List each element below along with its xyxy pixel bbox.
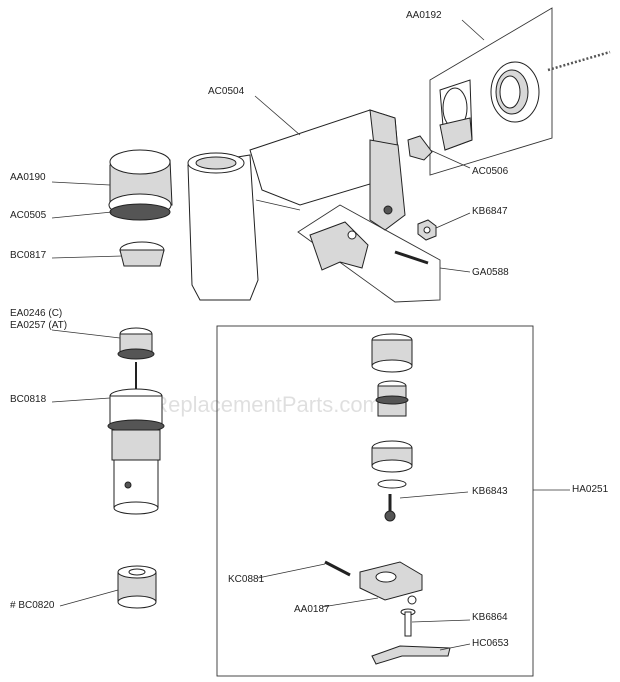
part-bc0818 [107,362,165,515]
label-kb6843: KB6843 [472,486,508,497]
leader-kb6847 [435,212,471,229]
stack-1-bottom [371,359,413,373]
label-ea0246: EA0246 (C) [10,308,62,319]
label-bc0820: # BC0820 [10,600,55,611]
leader-hc0653 [439,643,471,651]
leader-bc0818 [51,397,111,403]
leader-lines [51,19,570,651]
watermark: eReplacementParts.com [140,392,381,417]
part-bc0818-lower [113,459,159,509]
part-aa0192-bracket-base [439,117,473,151]
leader-aa0190 [51,181,111,186]
label-ha0251: HA0251 [572,484,609,495]
part-bc0818-port [124,481,132,489]
part-kc0881 [324,560,351,577]
label-kb6864: KB6864 [472,612,508,623]
part-kb6864 [400,608,416,637]
leader-kb6843 [399,491,469,499]
stack-3-bottom [371,459,413,473]
part-ac0504-handle-bore [195,156,237,170]
part-bc0820-hole [128,568,146,576]
part-ea0246-oring [117,348,155,360]
label-aa0192: AA0192 [406,10,442,21]
label-kb6847: KB6847 [472,206,508,217]
part-ga0588-group [297,204,441,303]
stack-2-oring [375,395,409,405]
label-aa0187: AA0187 [294,604,330,615]
leader-aa0187 [321,597,379,608]
label-ga0588: GA0588 [472,267,509,278]
label-ac0504: AC0504 [208,86,245,97]
part-aa0190 [108,149,173,221]
part-ga0588-pin [394,250,429,265]
part-bc0818-mid [111,429,161,461]
explode-box-ga0588 [297,204,441,303]
leader-ac0506 [429,149,471,169]
label-ac0505: AC0505 [10,210,47,221]
leader-bc0820 [59,589,119,607]
part-bc0817 [119,241,165,267]
part-ac0504-trigger-housing [369,139,406,231]
leader-aa0192 [461,19,485,41]
part-kb6847-hole [423,226,431,234]
leader-kb6864 [411,619,471,623]
leader-ac0505 [51,211,113,219]
part-hc0653 [371,645,451,665]
label-kc0881: KC0881 [228,574,265,585]
label-ea0257: EA0257 (AT) [10,320,67,331]
label-bc0817: BC0817 [10,250,47,261]
part-ga0588-trigger [309,221,369,271]
part-aa0192-group [429,7,611,176]
part-labels: AA0192 AC0504 AA0190 AC0505 AC0506 KB684… [10,10,609,649]
part-kb6843-head [384,510,396,522]
part-aa0187-hole [375,571,397,583]
stack-oring [377,479,407,489]
part-aa0187 [359,561,423,605]
part-ac0505-oring [109,203,171,221]
leader-bc0817 [51,255,123,259]
part-bc0817-body [119,249,165,267]
part-ga0588-pin-hole [347,230,357,240]
part-ha0251-stack [371,333,413,522]
label-bc0818: BC0818 [10,394,47,405]
label-aa0190: AA0190 [10,172,46,183]
part-aa0192-ring-hole [499,75,521,109]
part-ac0504-pivot [383,205,393,215]
part-bc0820 [117,565,157,609]
part-ac0504-handle [187,154,259,301]
part-aa0190-top [109,149,171,175]
body-edge [255,199,301,211]
part-ac0506 [407,135,433,161]
part-aa0187-bolt [407,595,417,605]
leader-ga0588 [439,267,471,273]
part-bc0818-bottom [113,501,159,515]
leader-kc0881 [257,563,326,579]
label-hc0653: HC0653 [472,638,509,649]
leader-ea0246 [51,329,121,339]
part-bc0820-bottom [117,595,157,609]
part-ea0246 [117,327,155,360]
dotted-leader [547,50,611,72]
label-ac0506: AC0506 [472,166,509,177]
part-ac0504 [187,109,406,301]
explode-box-ha0251 [216,325,534,677]
part-kb6864-shank [404,611,412,637]
leader-ac0504 [254,95,301,136]
explode-box-aa0192 [429,7,553,176]
